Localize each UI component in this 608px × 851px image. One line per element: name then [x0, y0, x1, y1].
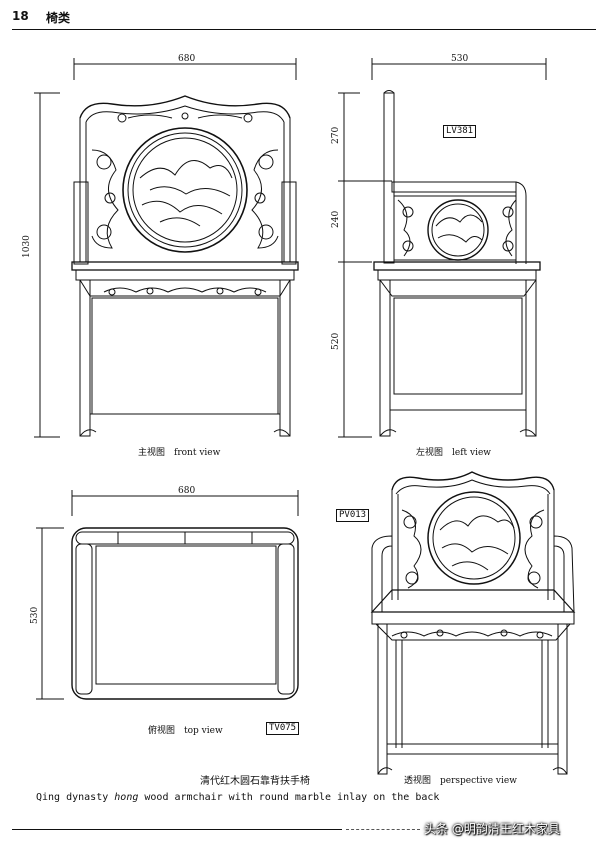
left-height-dimensions — [338, 92, 392, 438]
front-width-label: 680 — [178, 54, 196, 64]
left-middle-dim-label: 240 — [331, 210, 341, 228]
caption-english-italic: hong — [114, 792, 139, 803]
left-view-drawing — [338, 58, 547, 438]
left-upper-dim-label: 270 — [331, 126, 341, 144]
left-view-code: LV381 — [443, 125, 477, 138]
top-view-drawing — [36, 490, 299, 700]
front-height-dimension — [34, 92, 60, 438]
perspective-view-drawing — [370, 471, 576, 775]
perspective-view-label: 透视图 perspective view — [404, 776, 517, 786]
section-title: 椅类 — [46, 11, 71, 25]
footer-rule — [12, 829, 342, 830]
caption-english-lead: Qing dynasty — [36, 792, 115, 803]
left-lower-dim-label: 520 — [331, 332, 341, 350]
footer-dashed-rule — [346, 829, 420, 830]
top-width-label: 680 — [178, 486, 196, 496]
left-depth-dimension — [371, 58, 547, 80]
top-depth-dimension — [36, 527, 64, 700]
top-width-dimension — [71, 490, 299, 516]
page-number: 18 — [12, 9, 29, 23]
caption-english-tail: wood armchair with round marble inlay on… — [138, 792, 440, 803]
front-width-dimension — [73, 58, 297, 80]
front-view-drawing — [34, 58, 299, 438]
front-height-label: 1030 — [22, 235, 32, 258]
caption-chinese: 清代红木圆石靠背扶手椅 — [200, 776, 310, 787]
left-view-label: 左视图 left view — [416, 448, 492, 458]
header-rule — [12, 29, 596, 30]
top-depth-label: 530 — [30, 606, 40, 624]
page-header: 18 椅类 — [0, 0, 608, 30]
top-view-label: 俯视图 top view — [148, 726, 223, 736]
watermark: 头条 @明韵清王红木家具 — [424, 822, 560, 836]
left-depth-label: 530 — [451, 54, 469, 64]
front-view-label: 主视图 front view — [138, 448, 221, 458]
caption-english: Qing dynasty hong wood armchair with rou… — [36, 792, 439, 803]
perspective-view-code: PV013 — [336, 509, 370, 522]
top-view-code: TV075 — [266, 722, 300, 735]
